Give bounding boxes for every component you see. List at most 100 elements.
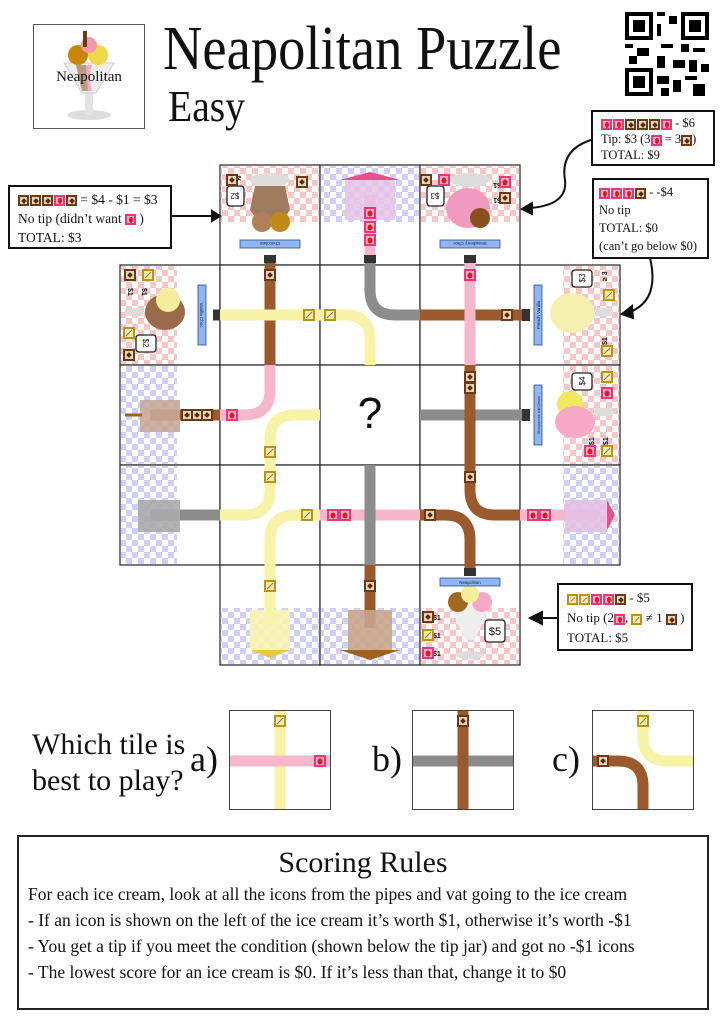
strawberry-icon [601, 387, 613, 399]
option-c-tile[interactable] [592, 710, 694, 810]
strawberry-icon [539, 509, 551, 521]
chocolate-icon [123, 349, 135, 361]
strawberry-icon [527, 509, 539, 521]
strawberry-icon [603, 593, 614, 605]
ribbon-french-vanilla [533, 284, 543, 346]
strawberry-icon [438, 174, 450, 186]
ribbon-label: Strawberries and Cream [537, 396, 541, 434]
ribbon-vanilla-choc [197, 284, 207, 346]
chocolate-icon [457, 715, 469, 727]
tip-condition: ≥ 3 [602, 271, 609, 281]
vanilla-icon [601, 371, 613, 383]
chocolate-icon [296, 176, 308, 188]
option-a-tile[interactable] [229, 710, 331, 810]
qr-code-icon[interactable] [622, 12, 712, 96]
strawberry-icon [364, 234, 376, 246]
price: $1 [493, 181, 501, 188]
tip-amount: $2 [230, 191, 239, 200]
price: $1 [433, 633, 441, 640]
logo: Neapolitan [33, 24, 145, 129]
strawberry-icon [327, 509, 339, 521]
price: $1 [602, 337, 609, 345]
strawberry-icon [54, 195, 65, 207]
rule-line: - You get a tip if you meet the conditio… [28, 936, 635, 956]
icon-row [567, 593, 626, 605]
note-line: , [624, 610, 629, 625]
note-line: = $4 - $1 = $3 [80, 192, 158, 207]
empty-vat [138, 500, 180, 532]
vanilla-icon [324, 309, 336, 321]
chocolate-icon [499, 192, 511, 204]
strawberry-icon [364, 207, 376, 219]
strawberry-icon [599, 187, 610, 199]
chocolate-icon [420, 174, 432, 186]
icon-row [18, 195, 77, 207]
tip-jars [135, 185, 593, 643]
strawberry-icon [613, 118, 624, 130]
strawberry-icon [611, 187, 622, 199]
note-line: No tip (2 [567, 610, 614, 625]
vanilla-icon [637, 715, 649, 727]
strawberry-icon [601, 118, 612, 130]
strawberry-icon [422, 647, 434, 659]
strawberry-icon [364, 221, 376, 233]
note-line: - $5 [629, 590, 650, 605]
strawberry-icon [584, 445, 596, 457]
sundae-icon [63, 31, 115, 120]
chocolate-icon [464, 382, 476, 394]
chocolate-icon [191, 409, 203, 421]
chocolate-icon [364, 580, 376, 592]
ribbon-strawberries-and-cream [533, 384, 543, 446]
chocolate-icon [30, 195, 41, 207]
ribbon-chocolate [239, 239, 301, 249]
note-total: TOTAL: $0 [599, 221, 658, 235]
puzzle-board: Chocolate Strawberry Choc Vanilla Choc F… [119, 139, 654, 666]
question-line: Which tile is [32, 728, 186, 761]
vanilla-icon [303, 309, 315, 321]
strawberry-choc-sundae [446, 173, 490, 228]
icon-row [601, 118, 672, 130]
vanilla-choc-sundae [125, 288, 185, 330]
vanilla-icon [301, 509, 313, 521]
note-total: TOTAL: $5 [567, 630, 629, 645]
chocolate-icon [422, 611, 434, 623]
vanilla-icon [264, 471, 276, 483]
pipe-vanilla [264, 509, 320, 565]
vanilla-icon [567, 593, 578, 605]
strawberry-icon [314, 755, 326, 767]
chocolate-icon [649, 118, 660, 130]
difficulty-label: Easy [168, 82, 245, 131]
question-text: Which tile is best to play? [32, 727, 185, 799]
note-total: TOTAL: $3 [18, 230, 82, 245]
chocolate-icon [665, 613, 677, 625]
chocolate-icon [464, 471, 476, 483]
chocolate-icon [637, 118, 648, 130]
score-note-strawberry-choc: - $6 Tip: $3 (3 = 3) TOTAL: $9 [591, 110, 715, 166]
chocolate-icon [201, 409, 213, 421]
pipe-empty [364, 258, 420, 321]
note-line: = 3 [664, 132, 682, 146]
note-line: ) [692, 132, 697, 146]
ribbon-label: Strawberry Choc [452, 241, 486, 246]
note-line: Tip: $3 (3 [601, 132, 651, 146]
note-line: ≠ 1 [645, 610, 663, 625]
strawberries-and-cream-sundae [555, 391, 613, 438]
tip-amount: $3 [578, 273, 587, 282]
price: $1 [493, 196, 501, 203]
note-line: (can’t go below $0) [599, 239, 698, 253]
price: $1 [589, 437, 596, 445]
note-line: - -$4 [649, 185, 674, 199]
pipe-vanilla [220, 465, 276, 521]
empty-tile-question-mark[interactable]: ? [358, 389, 382, 438]
pipe-chocolate [420, 509, 476, 570]
score-note-neapolitan: - $5 No tip (2, ≠ 1 ) TOTAL: $5 [557, 583, 693, 651]
vanilla-icon [603, 289, 615, 301]
question-line: best to play? [32, 764, 184, 797]
ribbon-label: Chocolate [259, 241, 280, 246]
rules-title: Scoring Rules [278, 846, 448, 879]
chocolate-icon [264, 269, 276, 281]
ribbon-strawberry-choc [439, 239, 501, 249]
chocolate-sundae [250, 173, 290, 232]
vanilla-icon [123, 327, 135, 339]
option-b-tile[interactable] [412, 710, 514, 810]
